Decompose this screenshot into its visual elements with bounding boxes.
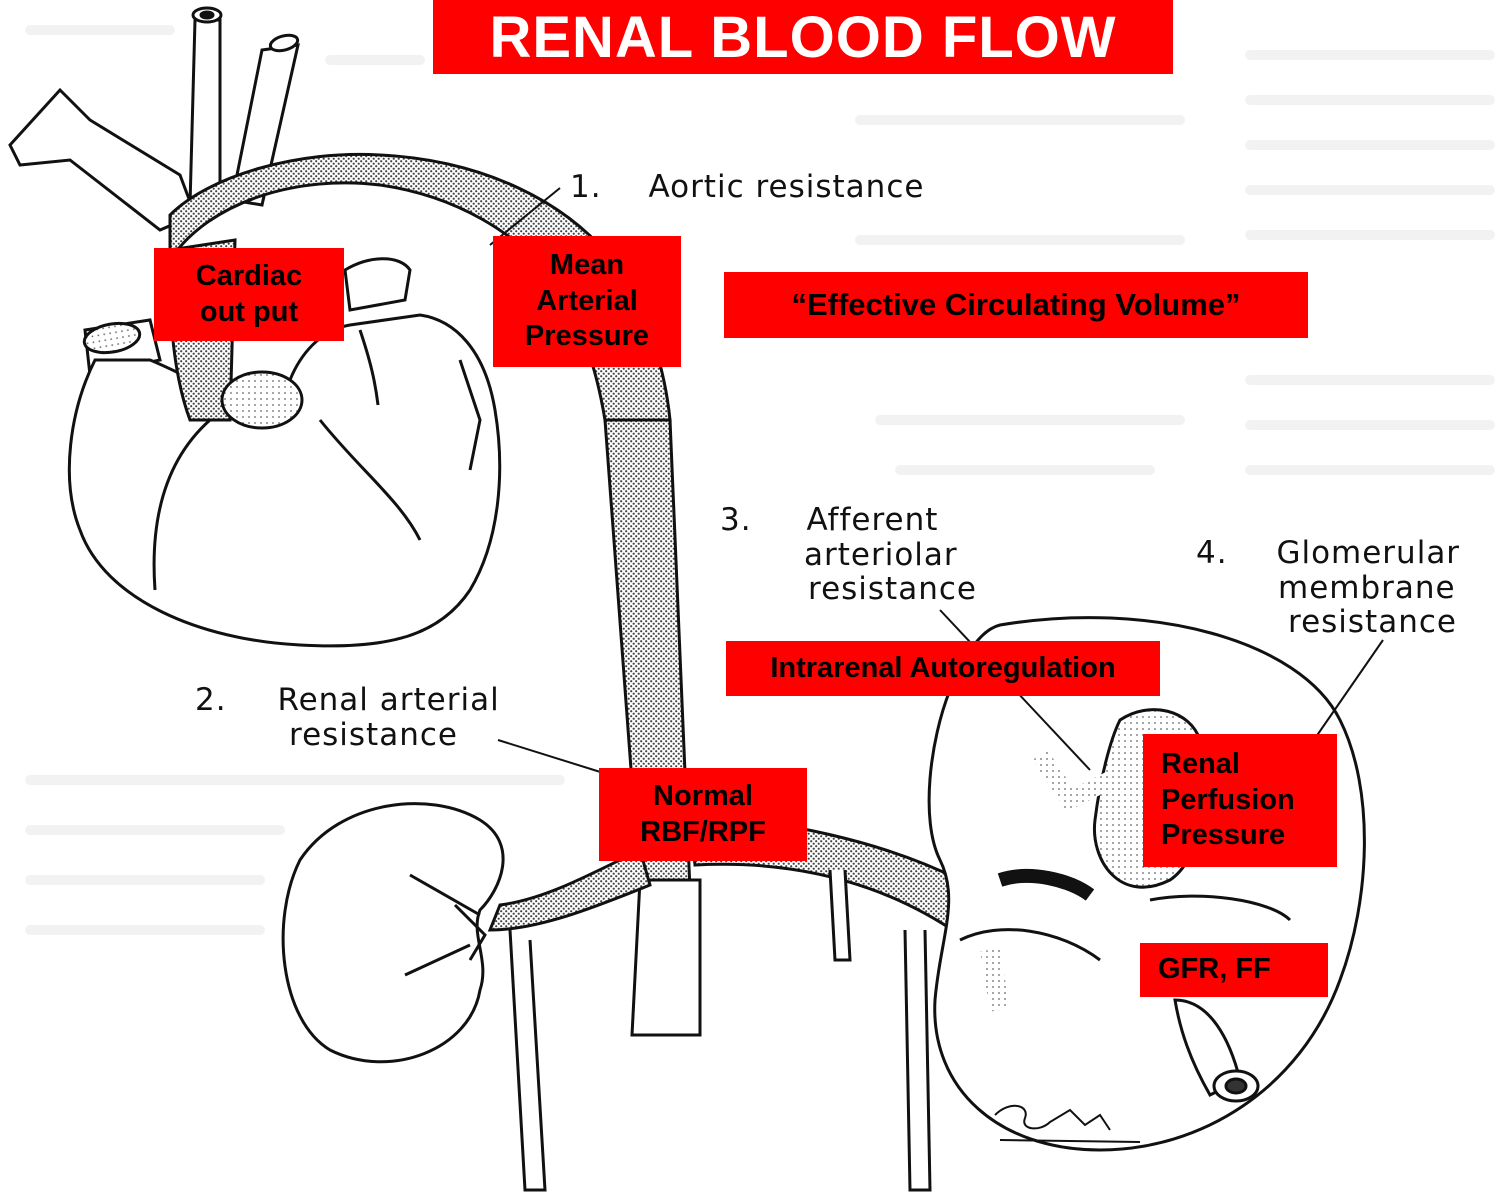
afferent-line3: resistance [808,572,977,607]
cardiac-output-line2: out put [196,295,302,330]
aortic-resistance-number: 1. [570,169,602,205]
afferent-resistance-label: 3. Afferent arteriolar resistance [720,503,977,607]
ecv-text: “Effective Circulating Volume” [791,286,1240,324]
afferent-line1: Afferent [806,502,938,538]
abdominal-aorta [632,880,700,1035]
rpp-line2: Perfusion [1161,783,1295,818]
glomerular-number: 4. [1196,535,1228,571]
rpp-line3: Pressure [1161,818,1295,853]
autoregulation-text: Intrarenal Autoregulation [770,651,1115,686]
aortic-resistance-text: Aortic resistance [648,169,924,205]
afferent-line2: arteriolar [804,538,977,573]
normal-rbf-rpf-box: Normal RBF/RPF [599,768,807,861]
afferent-number: 3. [720,502,752,538]
page-title: RENAL BLOOD FLOW [433,0,1173,74]
rbf-line2: RBF/RPF [640,815,766,850]
cardiac-output-box: Cardiac out put [154,248,344,341]
left-kidney [283,804,545,1190]
glomerular-resistance-label: 4. Glomerular membrane resistance [1196,536,1460,640]
gfr-ff-box: GFR, FF [1140,943,1328,997]
renal-arterial-line1: Renal arterial [277,682,499,718]
glomerular-line3: resistance [1288,605,1460,640]
map-line3: Pressure [525,319,649,354]
map-line2: Arterial [525,284,649,319]
rpp-line1: Renal [1161,747,1295,782]
cardiac-output-line1: Cardiac [196,259,302,294]
glomerular-line2: membrane [1278,571,1460,606]
rbf-line1: Normal [640,779,766,814]
renal-arterial-number: 2. [195,682,227,718]
aortic-resistance-label: 1. Aortic resistance [570,170,924,205]
glomerular-line1: Glomerular [1276,535,1460,571]
intrarenal-autoregulation-box: Intrarenal Autoregulation [726,641,1160,696]
gfr-text: GFR, FF [1158,952,1271,987]
left-renal-artery [490,850,650,930]
effective-circulating-volume-box: “Effective Circulating Volume” [724,272,1308,338]
renal-arterial-line2: resistance [289,718,500,753]
renal-arterial-resistance-label: 2. Renal arterial resistance [195,683,500,752]
renal-perfusion-pressure-box: Renal Perfusion Pressure [1143,734,1337,867]
map-line1: Mean [525,248,649,283]
mean-arterial-pressure-box: Mean Arterial Pressure [493,236,681,367]
